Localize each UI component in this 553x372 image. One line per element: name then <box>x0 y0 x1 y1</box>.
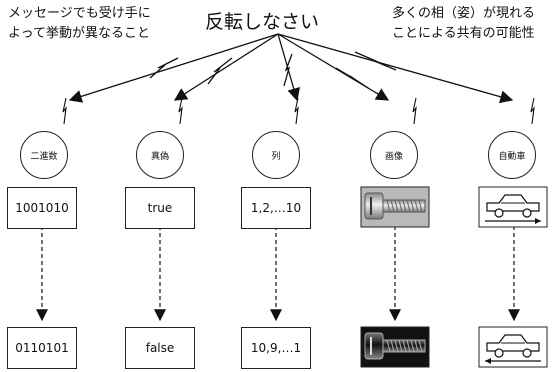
boolean-before: true <box>125 187 195 229</box>
screw-photo-inverted <box>360 326 430 368</box>
binary-after: 0110101 <box>7 327 77 369</box>
car-right-arrow <box>478 186 548 228</box>
zigzag-mark <box>207 57 233 85</box>
circle-ticks <box>62 97 535 125</box>
category-sequence: 列 <box>252 131 300 179</box>
arrow-to-binary <box>68 33 279 103</box>
arrow-to-image <box>277 33 390 101</box>
zigzag-mark <box>335 67 369 89</box>
title-arrows <box>68 33 514 104</box>
car-left-arrow <box>478 326 548 368</box>
screw-photo <box>360 186 430 228</box>
zigzag-mark <box>149 57 179 79</box>
zigzag-mark <box>283 53 293 87</box>
left-note: メッセージでも受け手に よって挙動が異なること <box>8 4 151 44</box>
category-image: 画像 <box>370 131 418 179</box>
category-binary: 二進数 <box>20 131 68 179</box>
arrow-to-boolean <box>173 33 279 101</box>
inversion-arrows <box>36 226 520 322</box>
right-note: 多くの相（姿）が現れる ことによる共有の可能性 <box>392 4 535 44</box>
diagram-title: 反転しなさい <box>205 11 320 33</box>
category-car: 自動車 <box>488 131 536 179</box>
boolean-after: false <box>125 327 195 369</box>
zigzag-mark <box>354 51 397 71</box>
binary-before: 1001010 <box>7 187 77 229</box>
left-note-line-1: メッセージでも受け手に <box>8 6 151 21</box>
right-note-line-2: ことによる共有の可能性 <box>392 26 535 41</box>
right-note-line-1: 多くの相（姿）が現れる <box>392 6 536 21</box>
sequence-after: 10,9,…1 <box>241 327 311 369</box>
category-boolean: 真偽 <box>136 131 184 179</box>
arrow-to-car <box>277 33 514 104</box>
left-note-line-2: よって挙動が異なること <box>8 26 150 41</box>
sequence-before: 1,2,…10 <box>241 187 311 229</box>
